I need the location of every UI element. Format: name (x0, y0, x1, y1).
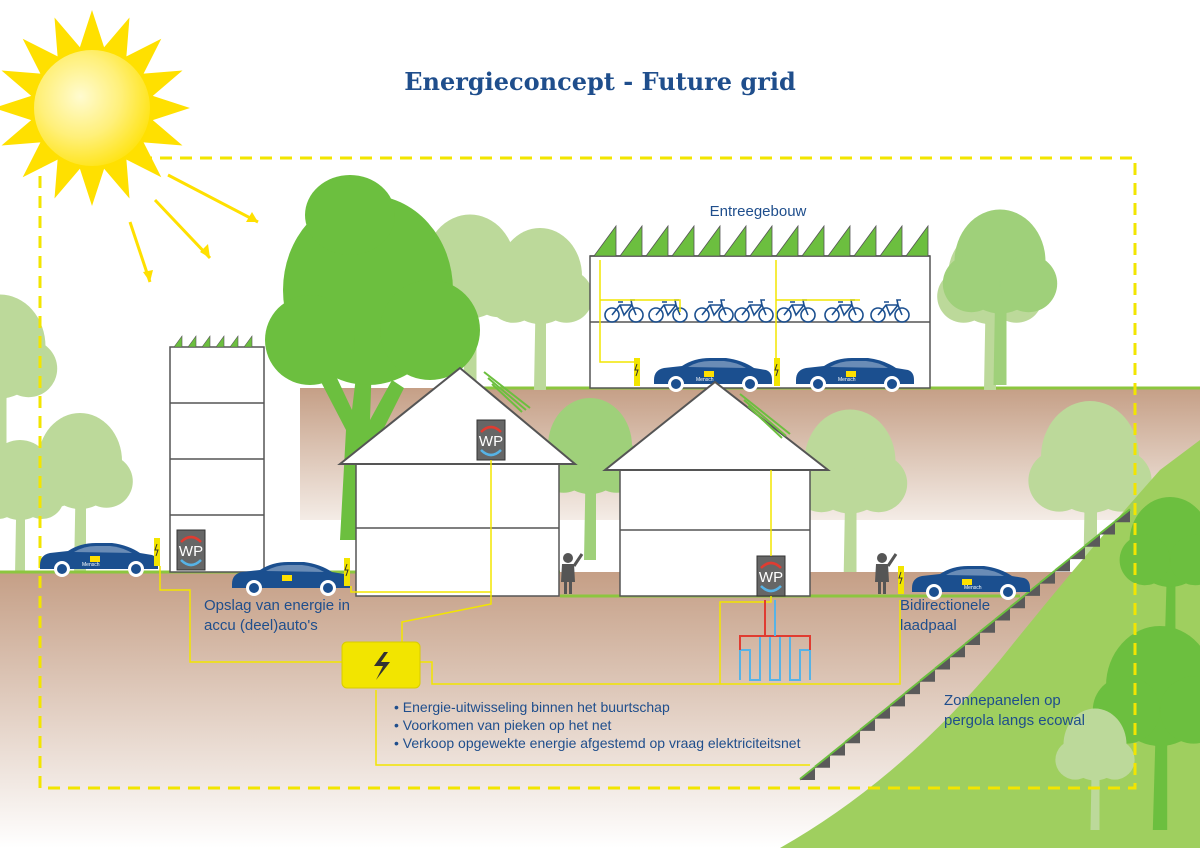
pergola-panel (1099, 520, 1116, 535)
pergola-panel (1054, 557, 1071, 572)
opslag-label-line1: Opslag van energie in (204, 597, 350, 614)
pergola-panel (1114, 508, 1131, 523)
heat-pump-icon: WP (476, 419, 506, 461)
wp-label: WP (479, 433, 503, 450)
solar-panel-segment (853, 224, 877, 257)
pergola-panel (1039, 569, 1056, 584)
solar-panel-segment (619, 224, 643, 257)
benefit-item: • Verkoop opgewekte energie afgestemd op… (394, 735, 801, 751)
pergola-panel (814, 753, 831, 768)
pergola-panel (904, 680, 921, 694)
pergola-panel (949, 643, 966, 658)
pergola-panel (979, 618, 996, 633)
entree-label: Entreegebouw (710, 203, 807, 220)
solar-panel-segment (879, 224, 903, 257)
bidirectional-label-line1: Bidirectionele (900, 597, 990, 614)
pergola-panel (964, 631, 981, 645)
solar-panel-icon (173, 335, 253, 348)
zonnepanelen-label-line1: Zonnepanelen op (944, 692, 1061, 709)
benefit-list: • Energie-uitwisseling binnen het buurts… (394, 699, 801, 751)
solar-panel-icon (593, 224, 929, 257)
charging-post-icon (897, 565, 905, 595)
bidirectional-label-line2: laadpaal (900, 617, 957, 634)
page-title: Energieconcept - Future grid (404, 67, 796, 96)
solar-panel-segment (645, 224, 669, 257)
sun-icon (0, 10, 259, 283)
solar-panel-segment (827, 224, 851, 257)
car-brand: Mensch (964, 585, 982, 591)
lightning-icon (374, 652, 390, 680)
solar-panel-segment (749, 224, 773, 257)
heat-pump-icon: WP (756, 555, 786, 597)
heat-pump-icon: WP (176, 529, 206, 571)
entree-building (589, 224, 931, 392)
pergola-panel (799, 766, 816, 780)
pergola-panel (1084, 533, 1101, 547)
benefit-item: • Voorkomen van pieken op het net (394, 717, 611, 733)
yellow-wiring (599, 260, 860, 363)
pergola-panel (874, 704, 891, 719)
charging-post-icon (153, 537, 161, 567)
pergola-panel (934, 655, 951, 670)
benefit-item: • Energie-uitwisseling binnen het buurts… (394, 699, 670, 715)
pergola-panel (889, 692, 906, 707)
solar-panel-segment (801, 224, 825, 257)
car-brand: Mensch (696, 377, 714, 383)
opslag-label-line2: accu (deel)auto's (204, 617, 318, 634)
car-brand-labels: Mensch Mensch Mensch Mensch (82, 377, 982, 591)
pergola-panel (1069, 545, 1086, 559)
solar-panel-segment (593, 224, 617, 257)
pergola-panel (844, 729, 861, 743)
house-2: WP (602, 380, 831, 597)
pergola-solar-panels (799, 508, 1131, 780)
house-1: WP (337, 366, 578, 597)
solar-panel-segment (775, 224, 799, 257)
pergola-panel (1009, 594, 1026, 608)
pergola-panel (1024, 582, 1041, 596)
car-brand: Mensch (82, 562, 100, 568)
solar-panel-segment (723, 224, 747, 257)
underground-wiring (159, 566, 901, 766)
solar-panel-segment (671, 224, 695, 257)
wp-label: WP (759, 569, 783, 586)
solar-panel-segment (905, 224, 929, 257)
charging-post-icon (343, 557, 351, 587)
central-battery (341, 641, 421, 689)
solar-panel-segment (697, 224, 721, 257)
pergola-panel (994, 606, 1011, 621)
large-tree (265, 175, 480, 540)
pergola-panel (919, 668, 936, 682)
zonnepanelen-label-line2: pergola langs ecowal (944, 712, 1085, 729)
charging-post-icon (773, 357, 781, 387)
wp-label: WP (179, 543, 203, 560)
ground-heat-loop (739, 600, 811, 681)
charging-post-icon (633, 357, 641, 387)
car-brand: Mensch (838, 377, 856, 383)
grid-boundary (38, 156, 1137, 790)
pergola-panel (859, 717, 876, 731)
pergola-panel (829, 741, 846, 756)
